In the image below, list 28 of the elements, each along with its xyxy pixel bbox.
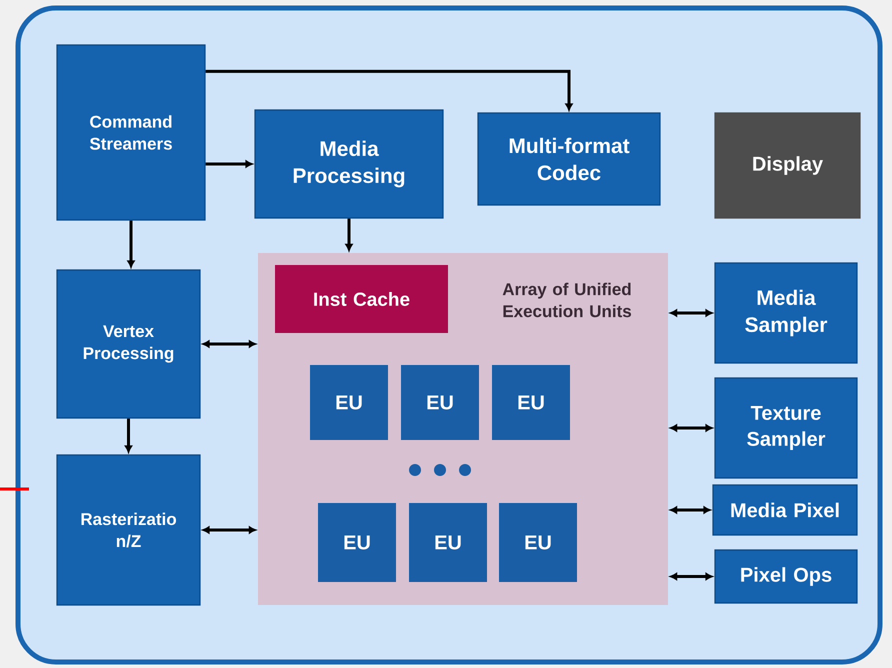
unit-box: Command Streamers [56,44,206,221]
unit-box: Media Pixel [712,484,858,536]
eu-box: EU [499,503,577,582]
arrow [345,218,353,251]
arrow [206,70,573,110]
arrow [670,424,712,432]
cache-box: Inst Cache [275,265,448,333]
arrow [206,160,252,168]
arrow [670,572,712,580]
unit-box: Multi-format Codec [477,112,661,206]
arrow [127,220,135,268]
arrow [202,526,256,534]
arrow [670,309,712,317]
eu-box: EU [409,503,487,582]
unit-box: Rasterizatio n/Z [56,454,201,606]
unit-box: Media Processing [254,109,444,219]
eu-box: EU [310,365,388,440]
eu-box: EU [401,365,479,440]
unit-box: Media Sampler [714,262,858,364]
arrow [124,418,132,452]
arrow [670,506,710,514]
unit-box: Display [714,112,861,219]
unit-box: Texture Sampler [714,377,858,479]
unit-box: Pixel Ops [714,549,858,604]
unit-box: Vertex Processing [56,269,201,419]
eu-box: EU [318,503,396,582]
eu-box: EU [492,365,570,440]
arrow [202,340,256,348]
